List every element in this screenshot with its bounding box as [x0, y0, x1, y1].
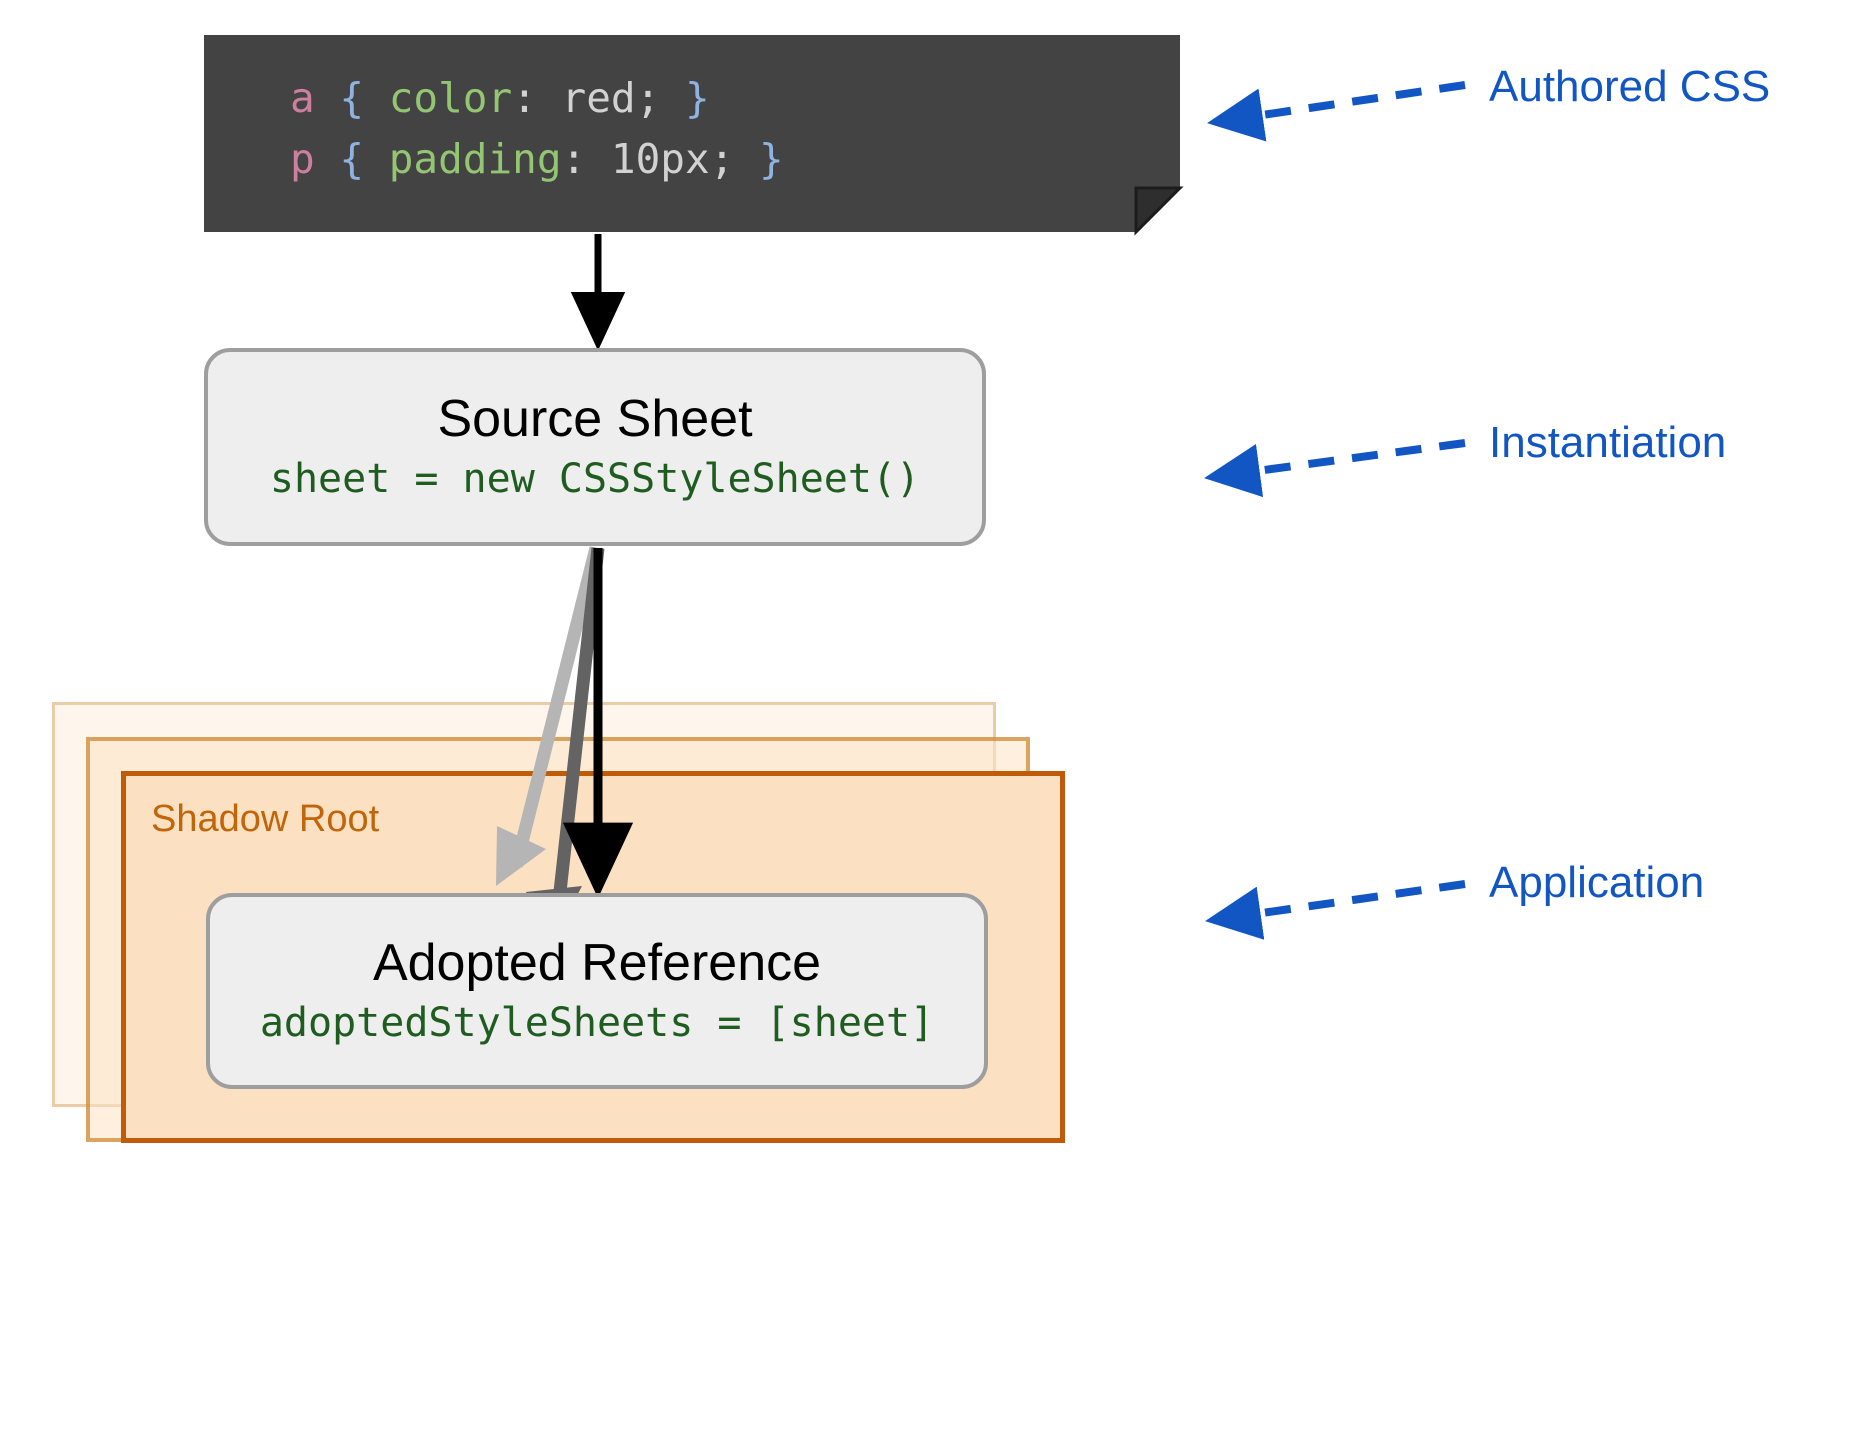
css-open-brace: {: [339, 135, 365, 183]
css-colon: :: [561, 135, 587, 183]
css-close-brace: }: [684, 74, 710, 122]
annotation-arrow-application: [1205, 880, 1466, 940]
css-semicolon: ;: [709, 135, 735, 183]
annotation-arrow-instantiation: [1204, 439, 1466, 498]
node-source-sheet: Source Sheet sheet = new CSSStyleSheet(): [204, 348, 986, 546]
css-selector: a: [290, 74, 315, 122]
css-line-1: a { color: red; }: [290, 74, 710, 122]
annotation-label-instantiation: Instantiation: [1489, 418, 1727, 467]
node-adopted-reference: Adopted Reference adoptedStyleSheets = […: [206, 893, 988, 1089]
annotation-label-application: Application: [1489, 858, 1705, 907]
css-value: red: [561, 74, 636, 122]
css-property: color: [388, 74, 513, 122]
css-colon: :: [512, 74, 537, 122]
css-selector: p: [290, 135, 315, 183]
css-close-brace: }: [759, 135, 784, 183]
node-adopted-reference-code: adoptedStyleSheets = [sheet]: [259, 999, 935, 1046]
node-adopted-reference-title: Adopted Reference: [372, 934, 822, 993]
node-source-sheet-code: sheet = new CSSStyleSheet(): [269, 455, 921, 502]
css-value: 10px: [610, 135, 710, 183]
annotation-label-authored-css: Authored CSS: [1489, 62, 1771, 111]
css-semicolon: ;: [635, 74, 661, 122]
css-property: padding: [388, 135, 562, 183]
css-open-brace: {: [339, 74, 365, 122]
authored-css-code: a { color: red; } p { padding: 10px; }: [290, 68, 784, 190]
shadow-root-label: Shadow Root: [151, 798, 380, 840]
node-source-sheet-title: Source Sheet: [437, 390, 753, 449]
annotation-arrow-authored-css: [1207, 81, 1466, 142]
css-line-2: p { padding: 10px; }: [290, 135, 784, 183]
